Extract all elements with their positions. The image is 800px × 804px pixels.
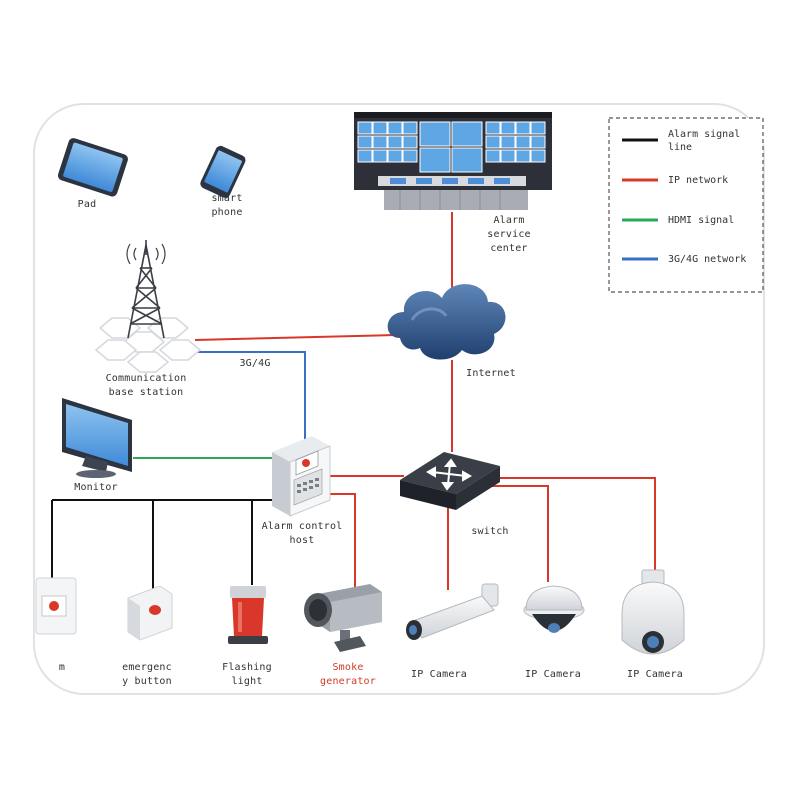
smartphone-label: smart phone [211,193,243,218]
smoke-generator-label: Smoke generator [320,662,376,687]
ip-camera-1-icon [406,583,499,640]
line-host-smoke [330,493,356,590]
line-switch-camera3 [492,477,656,570]
ip-camera-3-icon [621,569,685,655]
door-sensor-icon [35,577,77,635]
legend-label-ip: IP network [668,175,729,186]
ip-camera-2-icon [523,585,585,633]
monitor-label: Monitor [74,482,118,493]
pad-icon [57,138,128,197]
smartphone-icon [200,145,246,198]
base-station-icon [94,240,202,373]
alarm-center-icon [354,112,552,210]
internet-label: Internet [466,368,516,379]
line-switch-camera2 [478,485,549,582]
legend-label-alarm: Alarm signal line [668,129,741,153]
legend-box [608,117,764,293]
emergency-button-label: emergenc y button [122,662,172,687]
g34-network-line [195,351,306,440]
ip-camera-3-label: IP Camera [627,669,683,680]
alarm-center-label: Alarm service center [487,215,531,254]
flashing-light-label: Flashing light [222,662,272,687]
ip-network-lines [194,212,656,590]
switch-label: switch [471,526,509,537]
internet-cloud-icon [387,284,506,360]
switch-icon [400,452,500,510]
pad-label: Pad [77,199,97,210]
diagram-frame [33,103,765,695]
smoke-generator-icon [304,584,382,652]
alarm-host-icon [272,436,331,517]
door-sensor-label: m [58,662,66,673]
emergency-button-icon [127,585,173,641]
link-3g4g-label: 3G/4G [239,358,271,369]
base-station-label: Communication base station [105,373,187,398]
line-basestation-cloud [194,334,396,341]
legend-label-hdmi: HDMI signal [668,215,735,226]
alarm-signal-lines [51,499,272,590]
alarm-host-label: Alarm control host [261,521,343,546]
legend-label-3g4g: 3G/4G network [668,254,747,265]
flashing-light-icon [228,586,268,644]
ip-camera-1-label: IP Camera [411,669,467,680]
ip-camera-2-label: IP Camera [525,669,581,680]
monitor-icon [62,398,132,478]
